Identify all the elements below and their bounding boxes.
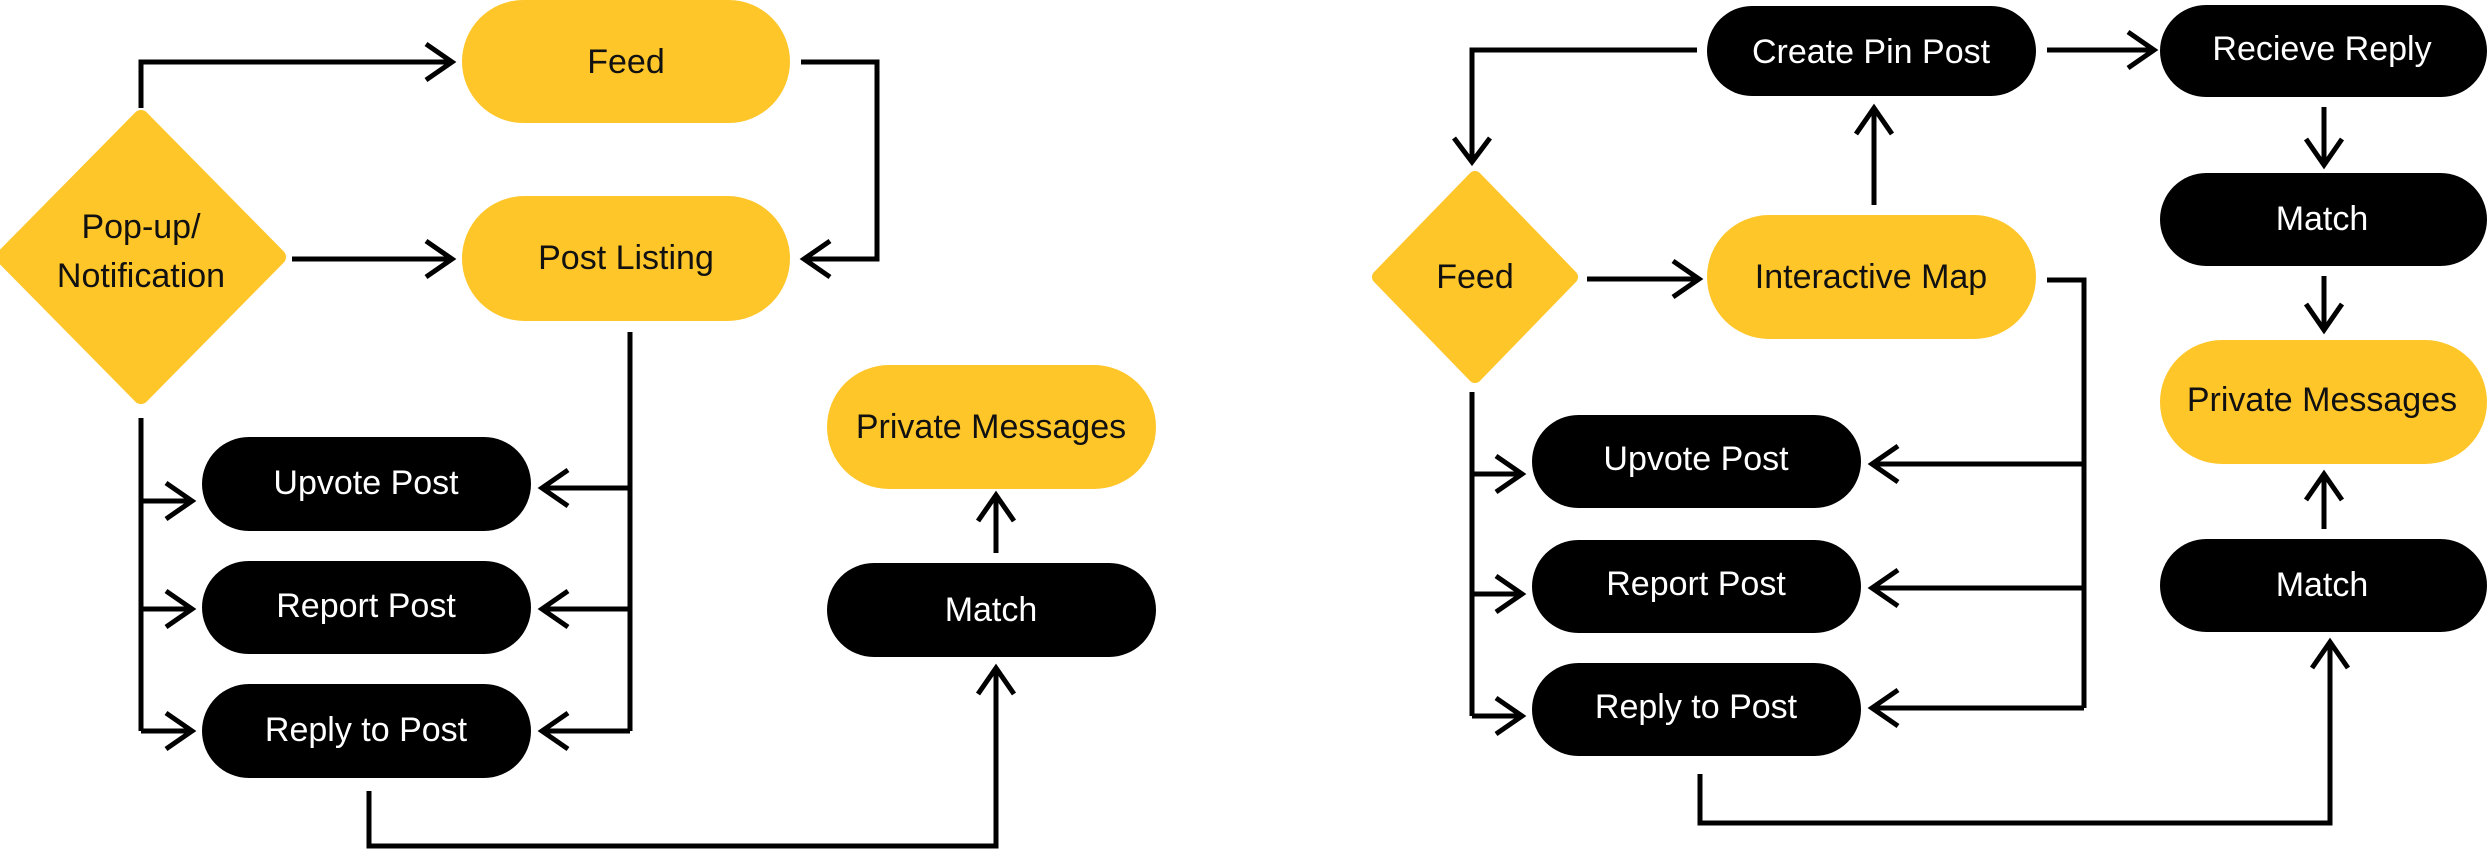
arrowhead-map-left <box>1671 258 1704 300</box>
arrowhead-match-bottom <box>2309 637 2351 670</box>
arrowhead-private-messages-bottom <box>2303 469 2345 502</box>
arrowhead-upvote-right-r <box>1867 443 1900 485</box>
right-node-match-bottom: Match <box>2160 539 2487 632</box>
arrowhead-upvote-left <box>164 480 197 522</box>
left-reply-to-post-label: Reply to Post <box>265 711 468 749</box>
right-upvote-post-label: Upvote Post <box>1603 440 1789 478</box>
connector-create-pin-to-feed <box>1469 47 1697 158</box>
connector-reply-to-match-bottom <box>1697 646 2333 826</box>
right-interactive-map-label: Interactive Map <box>1755 258 1987 296</box>
arrowhead-match-top <box>2303 137 2345 170</box>
left-node-post-listing: Post Listing <box>462 196 790 321</box>
left-node-upvote-post: Upvote Post <box>202 437 531 531</box>
right-node-match-top: Match <box>2160 173 2487 266</box>
right-node-report-post: Report Post <box>1532 540 1861 633</box>
right-node-receive-reply: Recieve Reply <box>2160 5 2487 97</box>
left-node-reply-to-post: Reply to Post <box>202 684 531 778</box>
arrowhead-report-left <box>164 588 197 630</box>
arrowhead-upvote-right <box>537 467 570 509</box>
right-node-interactive-map: Interactive Map <box>1707 215 2036 339</box>
arrowhead-reply-left-r <box>1494 695 1527 737</box>
arrowhead-reply-right <box>537 710 570 752</box>
left-report-post-label: Report Post <box>276 587 456 625</box>
left-node-private-messages: Private Messages <box>827 365 1156 489</box>
left-upvote-post-label: Upvote Post <box>273 464 459 502</box>
arrowhead-reply-left <box>164 710 197 752</box>
left-post-listing-label: Post Listing <box>538 239 714 277</box>
left-private-messages-label: Private Messages <box>856 408 1126 446</box>
right-node-create-pin-post: Create Pin Post <box>1707 6 2036 96</box>
arrowhead-feed <box>424 41 457 83</box>
right-create-pin-post-label: Create Pin Post <box>1752 33 1991 71</box>
arrowhead-feed-top <box>1452 136 1492 167</box>
right-flow: Create Pin Post Recieve Reply Feed Inter… <box>1372 5 2487 826</box>
left-popup-label-line2: Notification <box>57 257 225 295</box>
connector-map-down <box>2047 277 2087 708</box>
arrowhead-private-messages-top <box>2303 302 2345 335</box>
right-node-reply-to-post: Reply to Post <box>1532 663 1861 756</box>
right-private-messages-label: Private Messages <box>2187 381 2457 419</box>
left-popup-label-line1: Pop-up/ <box>81 208 201 246</box>
right-connectors <box>1452 29 2351 826</box>
arrowhead-receive-reply <box>2126 29 2159 71</box>
right-node-upvote-post: Upvote Post <box>1532 415 1861 508</box>
arrowhead-report-right <box>537 588 570 630</box>
left-node-report-post: Report Post <box>202 561 531 654</box>
right-node-feed: Feed <box>1372 171 1578 383</box>
right-match-top-label: Match <box>2276 200 2369 238</box>
right-reply-to-post-label: Reply to Post <box>1595 688 1798 726</box>
right-feed-label: Feed <box>1436 258 1514 296</box>
right-node-private-messages: Private Messages <box>2160 340 2487 464</box>
arrowhead-reply-right-r <box>1867 687 1900 729</box>
left-node-feed: Feed <box>462 0 790 123</box>
arrowhead-upvote-left-r <box>1494 453 1527 495</box>
left-flow: Feed Pop-up/ Notification Post Listing P… <box>0 0 1156 849</box>
left-connectors <box>138 41 1017 849</box>
arrowhead-create-pin <box>1853 103 1895 136</box>
left-node-popup-notification: Pop-up/ Notification <box>0 110 286 404</box>
arrowhead-post-listing-left <box>424 238 457 280</box>
connector-popup-to-feed <box>138 59 448 108</box>
right-receive-reply-label: Recieve Reply <box>2212 30 2431 68</box>
right-match-bottom-label: Match <box>2276 566 2369 604</box>
left-feed-label: Feed <box>587 43 665 81</box>
connector-reply-to-match <box>366 672 999 849</box>
arrowhead-report-right-r <box>1867 567 1900 609</box>
left-match-label: Match <box>945 591 1038 629</box>
arrowhead-post-listing-right <box>799 238 832 280</box>
arrowhead-match-left <box>975 663 1017 696</box>
arrowhead-report-left-r <box>1494 573 1527 615</box>
connector-feed-to-post-listing <box>801 59 880 262</box>
arrowhead-private-messages-left <box>975 490 1017 523</box>
right-report-post-label: Report Post <box>1606 565 1786 603</box>
left-node-match: Match <box>827 563 1156 657</box>
